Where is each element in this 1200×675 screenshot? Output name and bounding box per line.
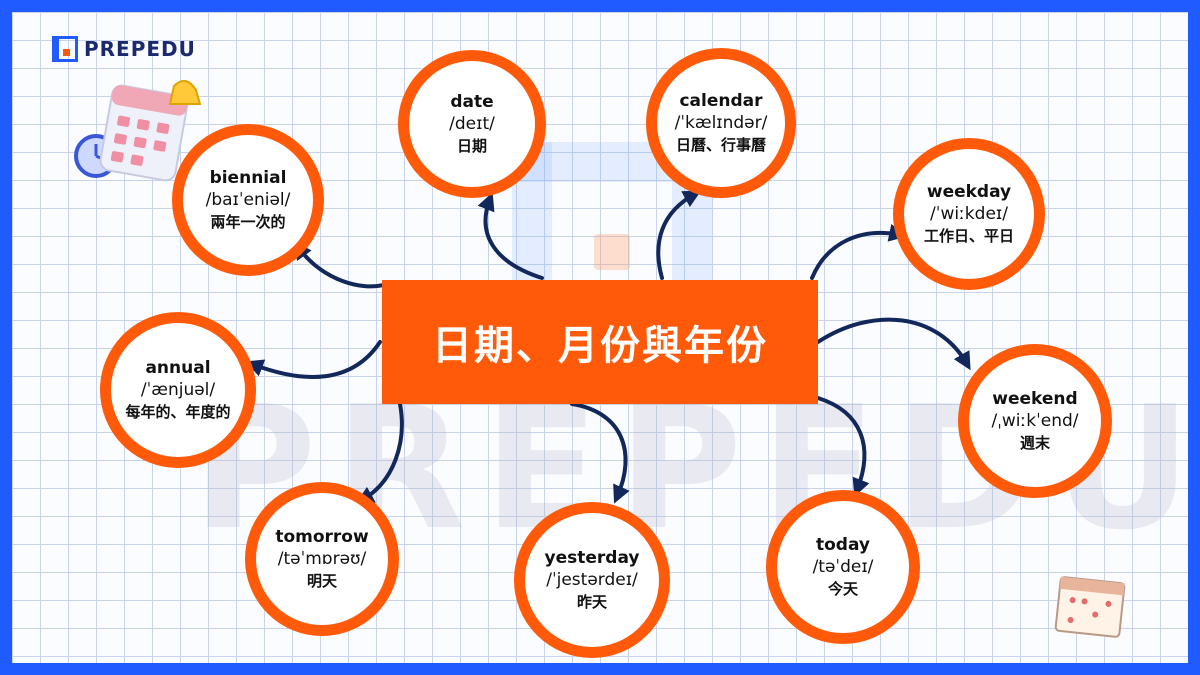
arrow-to-today [816, 396, 870, 497]
node-meaning: 工作日、平日 [923, 226, 1014, 245]
node-word: weekday [926, 182, 1012, 203]
node-word: weekend [992, 389, 1078, 410]
brand-name: PREPEDU [84, 37, 196, 61]
arrow-to-biennial [293, 241, 389, 289]
node-ipa: /ˌwiːkˈend/ [991, 411, 1079, 432]
node-meaning: 每年的、年度的 [125, 402, 231, 421]
node-date: date /deɪt/ 日期 [398, 50, 546, 198]
node-biennial: biennial /baɪˈeniəl/ 兩年一次的 [172, 124, 324, 276]
calendar-alarm-icon [74, 79, 202, 182]
node-meaning: 今天 [827, 579, 858, 598]
node-tomorrow: tomorrow /təˈmɒrəʊ/ 明天 [245, 482, 399, 636]
node-weekend: weekend /ˌwiːkˈend/ 週末 [958, 344, 1112, 498]
node-meaning: 兩年一次的 [210, 212, 286, 231]
arrow-to-calendar [656, 190, 702, 280]
prepedu-logo-icon [52, 36, 78, 62]
node-word: today [815, 535, 870, 556]
calendar-small-icon [1054, 576, 1126, 638]
node-meaning: 明天 [306, 571, 337, 590]
arrow-to-weekday [810, 223, 908, 280]
node-calendar: calendar /ˈkælɪndər/ 日曆、行事曆 [646, 48, 796, 198]
node-yesterday: yesterday /ˈjestərdeɪ/ 昨天 [514, 502, 670, 658]
node-ipa: /ˈkælɪndər/ [674, 113, 768, 134]
node-word: calendar [679, 91, 763, 112]
arrow-to-yesterday [570, 402, 630, 504]
node-weekday: weekday /ˈwiːkdeɪ/ 工作日、平日 [893, 138, 1045, 290]
arrow-to-date [477, 192, 544, 280]
node-word: tomorrow [275, 527, 369, 548]
arrow-to-weekend [816, 317, 971, 371]
node-ipa: /ˈjestərdeɪ/ [546, 570, 638, 591]
node-ipa: /deɪt/ [449, 114, 495, 135]
mindmap-canvas: PREPEDU PREPEDU [12, 12, 1188, 663]
brand-logo: PREPEDU [52, 36, 196, 62]
center-topic: 日期、月份與年份 [382, 280, 818, 404]
node-annual: annual /ˈænjuəl/ 每年的、年度的 [100, 312, 256, 468]
node-word: yesterday [544, 548, 640, 569]
node-ipa: /ˈwiːkdeɪ/ [930, 204, 1008, 225]
node-meaning: 日期 [456, 136, 487, 155]
node-today: today /təˈdeɪ/ 今天 [766, 490, 920, 644]
node-ipa: /baɪˈeniəl/ [205, 190, 291, 211]
node-word: biennial [209, 168, 287, 189]
node-ipa: /ˈænjuəl/ [140, 380, 216, 401]
node-ipa: /təˈdeɪ/ [812, 557, 874, 578]
diagram-title: 日期、月份與年份 [432, 323, 768, 369]
connector-arrows [245, 190, 971, 504]
node-meaning: 昨天 [576, 592, 607, 611]
node-ipa: /təˈmɒrəʊ/ [277, 549, 367, 570]
node-meaning: 日曆、行事曆 [675, 135, 766, 154]
node-meaning: 週末 [1019, 433, 1050, 452]
arrow-to-annual [245, 340, 382, 379]
node-word: annual [145, 358, 211, 379]
arrow-to-tomorrow [355, 402, 404, 504]
node-word: date [450, 92, 494, 113]
